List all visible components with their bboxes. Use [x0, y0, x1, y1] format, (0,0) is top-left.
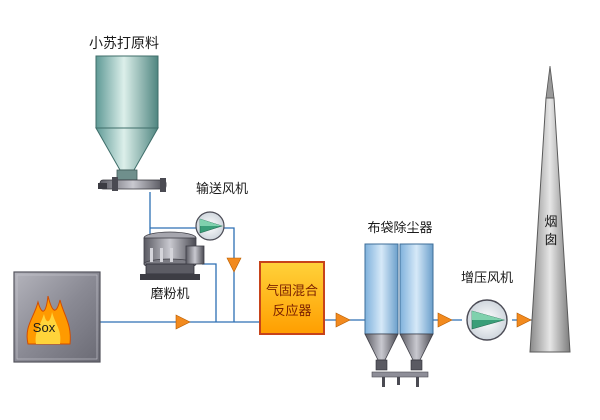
chimney: 烟 囱 [529, 65, 571, 353]
booster-fan [466, 299, 508, 341]
sox-furnace: Sox [13, 271, 101, 363]
mill-label: 磨粉机 [150, 287, 189, 302]
arrow-to-fan [437, 312, 453, 328]
arrow-to-filter [335, 312, 351, 328]
conveying-fan-label: 输送风机 [196, 181, 248, 197]
chimney-label-line2: 囱 [544, 233, 557, 248]
reactor-label-line2: 反应器 [272, 303, 311, 319]
reactor: 气固混合 反应器 [259, 261, 325, 335]
bag-filter [364, 243, 434, 387]
booster-fan-label: 增压风机 [461, 271, 513, 286]
labels: 小苏打原料 输送风机 磨粉机 布袋除尘器 增压风机 [89, 35, 513, 302]
sox-label: Sox [33, 320, 56, 335]
screw-feeder [98, 177, 167, 192]
mill-outlet-line [202, 263, 217, 322]
arrow-fan-down [226, 257, 242, 273]
raw-material-hopper [95, 55, 159, 181]
arrow-to-chimney [516, 312, 532, 328]
conveying-fan [195, 211, 225, 241]
raw-material-label: 小苏打原料 [89, 35, 159, 52]
mill [140, 231, 205, 280]
flow-arrows [175, 257, 532, 330]
bag-filter-label: 布袋除尘器 [367, 221, 432, 236]
chimney-label-line1: 烟 [544, 215, 557, 230]
reactor-label-line1: 气固混合 [266, 283, 318, 299]
fan-outlet-line [224, 227, 235, 322]
arrow-main-flue [175, 314, 191, 330]
